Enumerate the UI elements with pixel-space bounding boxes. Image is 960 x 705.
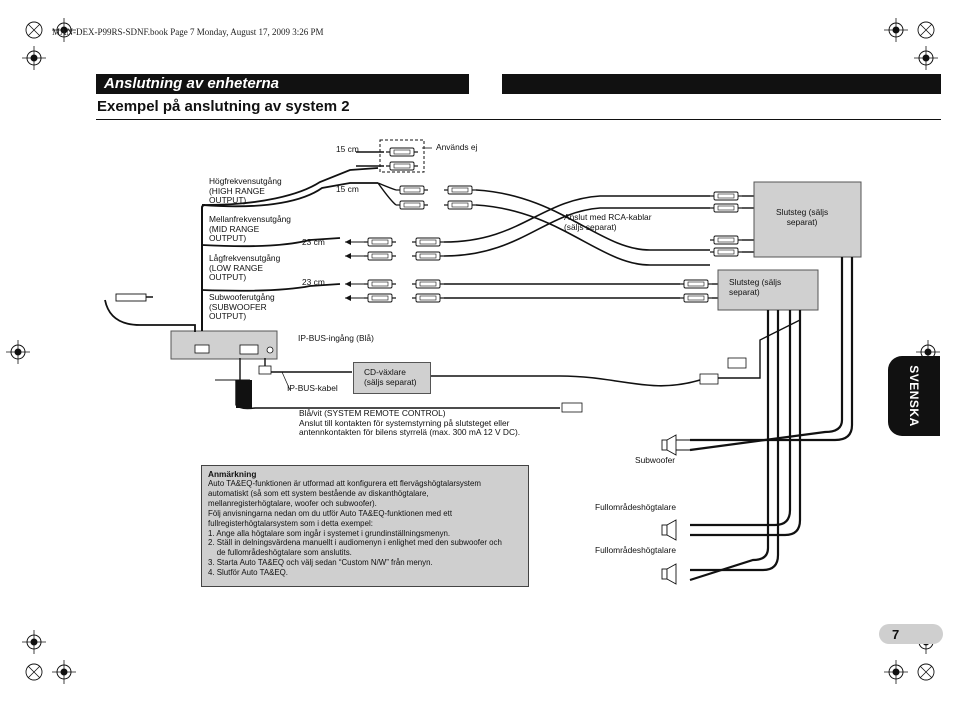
label-line: separat) — [786, 216, 818, 227]
speaker-icon — [661, 519, 677, 541]
label-line: Slutsteg (säljs — [776, 207, 829, 217]
mid-range-label: Mellanfrekvensutgång (MID RANGE OUTPUT) — [209, 214, 291, 244]
note-line: fullregisterhögtalarsystem som i detta e… — [208, 518, 373, 528]
label-line: (SUBWOOFER — [209, 301, 267, 312]
note-line: automatiskt (så som ett system bestående… — [208, 488, 429, 498]
label-line: Anslut med RCA-kablar — [564, 212, 652, 222]
cd-changer: CD-växlare (säljs separat) — [353, 362, 431, 394]
label-line: (LOW RANGE — [209, 262, 263, 273]
label-line: (HIGH RANGE — [209, 185, 265, 196]
blue-white-label: Blå/vit (SYSTEM REMOTE CONTROL) Anslut t… — [299, 408, 521, 438]
note-line: mellanregisterhögtalare, woofer och subw… — [208, 498, 377, 508]
section-title: Anslutning av enheterna — [104, 75, 280, 92]
fullrange-label-1: Fullområdeshögtalare — [595, 502, 677, 512]
ip-bus-cable-label: IP-BUS-kabel — [287, 383, 338, 393]
header-bar-right — [502, 74, 941, 94]
note-line: 4. Slutför Auto TA&EQ. — [208, 568, 288, 578]
note-line: Följ anvisningarna nedan om du utför Aut… — [208, 508, 453, 518]
page-subtitle: Exempel på anslutning av system 2 — [97, 98, 350, 115]
label-line: OUTPUT) — [209, 311, 247, 322]
label-line: separat) — [729, 286, 760, 297]
note-line: 1. Ange alla högtalare som ingår i syste… — [208, 528, 451, 538]
language-tab-label: SVENSKA — [907, 365, 921, 427]
note-box: Anmärkning Auto TA&EQ-funktionen är utfo… — [201, 465, 529, 587]
length-low: 23 cm — [302, 277, 325, 287]
fullrange-label-2: Fullområdeshögtalare — [595, 545, 677, 555]
label-line: (säljs separat) — [564, 221, 617, 232]
page-number-badge: 7 — [879, 624, 943, 644]
subwoofer-label: Subwoofer — [635, 455, 676, 465]
label-line: OUTPUT) — [209, 272, 247, 283]
header-rule — [96, 119, 941, 120]
label-line: CD-växlare — [364, 367, 406, 377]
book-line: MAN-DEX-P99RS-SDNF.book Page 7 Monday, A… — [52, 27, 324, 37]
label-line: Blå/vit (SYSTEM REMOTE CONTROL) — [299, 408, 446, 418]
note-line: de fullområdeshögtalare som anslutits. — [208, 548, 352, 558]
length-mid: 23 cm — [302, 237, 325, 247]
section-header: Anslutning av enheterna — [96, 74, 469, 94]
amp-bottom-label: Slutsteg (säljs separat) — [729, 277, 782, 297]
label-line: Subwooferutgång — [209, 292, 275, 302]
label-line: Mellanfrekvensutgång — [209, 214, 291, 224]
note-title: Anmärkning — [208, 469, 257, 479]
label-line: Anslut till kontakten för systemstyrning… — [299, 417, 510, 428]
language-tab: SVENSKA — [888, 356, 940, 436]
unused-box — [379, 139, 425, 173]
label-line: OUTPUT) — [209, 195, 247, 206]
unused-label: Används ej — [436, 142, 478, 152]
label-line: Slutsteg (säljs — [729, 277, 782, 287]
subwoofer-output-label: Subwooferutgång (SUBWOOFER OUTPUT) — [209, 292, 275, 322]
amp-top-label: Slutsteg (säljs separat) — [776, 207, 829, 227]
label-line: (MID RANGE — [209, 223, 260, 234]
ip-bus-input-label: IP-BUS-ingång (Blå) — [298, 333, 374, 343]
low-range-label: Lågfrekvensutgång (LOW RANGE OUTPUT) — [209, 253, 281, 283]
speaker-icon — [661, 563, 677, 585]
page-number: 7 — [892, 627, 900, 642]
label-line: Högfrekvensutgång — [209, 176, 282, 186]
label-line: antennkontakten för bilens styrrelä (max… — [299, 427, 521, 438]
length-second: 15 cm — [336, 184, 359, 194]
length-top: 15 cm — [336, 144, 359, 154]
label-line: Lågfrekvensutgång — [209, 253, 281, 263]
label-line: OUTPUT) — [209, 233, 247, 244]
amplifier-bottom — [717, 269, 819, 311]
note-line: Auto TA&EQ-funktionen är utformad att ko… — [208, 479, 481, 488]
note-line: 3. Starta Auto TA&EQ och välj sedan “Cus… — [208, 558, 433, 568]
note-line: 2. Ställ in delningsvärdena manuellt i a… — [208, 538, 502, 548]
rca-cables-label: Anslut med RCA-kablar (säljs separat) — [564, 212, 652, 232]
head-unit — [170, 330, 278, 360]
high-range-label: Högfrekvensutgång (HIGH RANGE OUTPUT) — [209, 176, 282, 206]
subwoofer-icon — [661, 434, 677, 456]
amplifier-top — [753, 181, 862, 258]
label-line: (säljs separat) — [364, 376, 417, 387]
